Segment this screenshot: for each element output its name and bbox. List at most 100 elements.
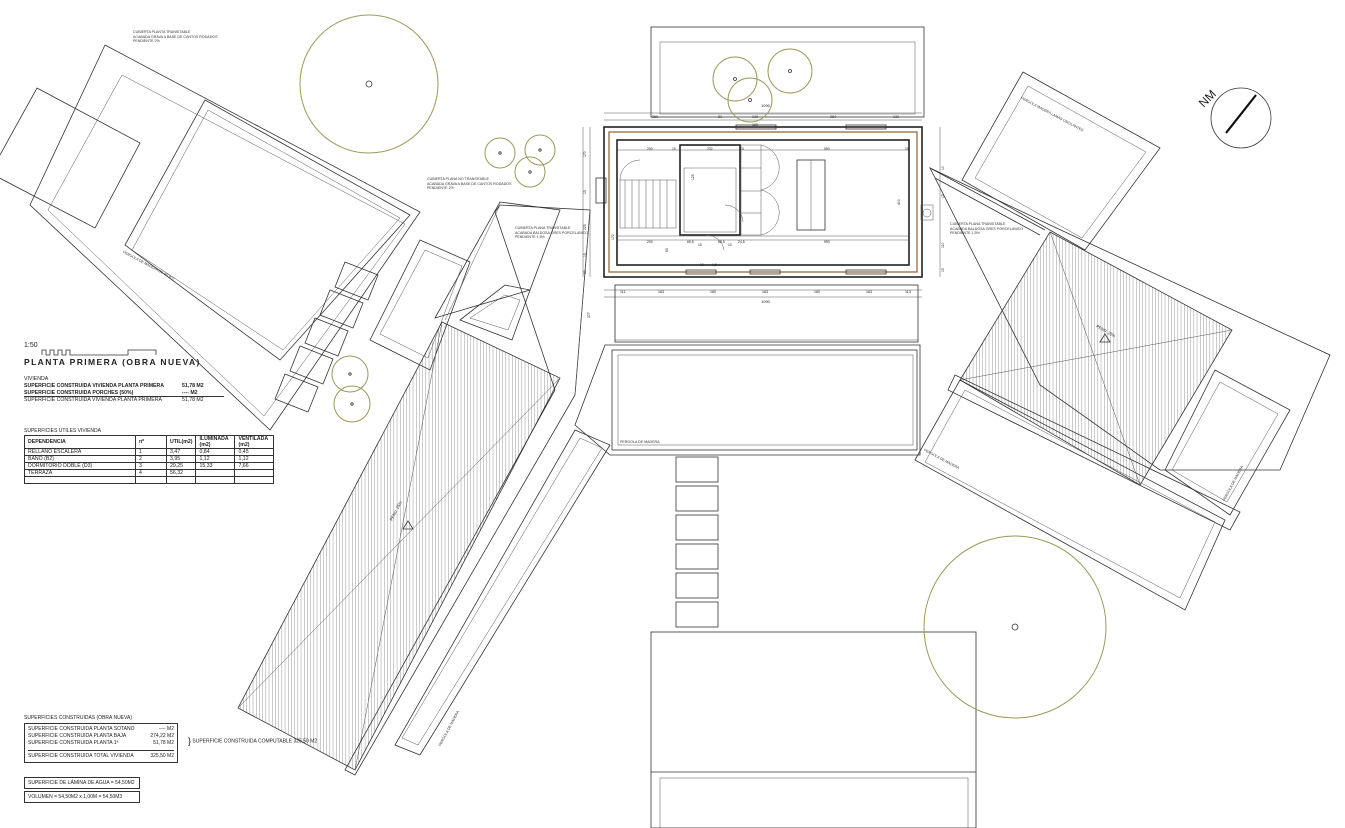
surface-row: SUPERFICIE CONSTRUIDA VIVIENDA PLANTA PR… xyxy=(24,396,224,404)
summary-heading: SUPERFICIES CONSTRUIDAS (OBRA NUEVA) xyxy=(24,715,132,721)
table-cell xyxy=(195,469,236,477)
col-header: VENTILADA (m2) xyxy=(234,435,275,449)
table-cell xyxy=(24,476,136,484)
dim-left-4: 60 xyxy=(583,270,587,274)
table-cell: 1,12 xyxy=(234,455,275,463)
summary-box: SUPERFICIE CONSTRUIDA PLANTA SOTANO ----… xyxy=(24,723,178,763)
surface-row: SUPERFICIE CONSTRUIDA VIVIENDA PLANTA PR… xyxy=(24,383,224,390)
north-arrow-icon: NM xyxy=(1196,87,1272,149)
table-cell: 0,84 xyxy=(195,448,236,456)
water-surface: SUPERFICIE DE LÁMINA DE AGUA = 54,50M2 xyxy=(24,777,140,789)
table-row: RELLANO ESCALERA 1 3,47 0,84 0,45 xyxy=(24,448,275,456)
table-cell: DORMITORIO DOBLE (D3) xyxy=(24,462,136,470)
dim-room2-1: 65,5 xyxy=(687,240,694,244)
table-cell: 1,12 xyxy=(195,455,236,463)
table-cell: 3,47 xyxy=(165,448,197,456)
table-cell: BAÑO (B2) xyxy=(24,455,136,463)
dim-bot-0: 111 xyxy=(620,290,625,294)
dim-bot-3: 163 xyxy=(762,290,768,294)
dim-right-0: 10 xyxy=(941,166,945,170)
summary-block: SUPERFICIES CONSTRUIDAS (OBRA NUEVA) SUP… xyxy=(24,715,178,763)
tree-large-north xyxy=(299,14,439,154)
dim-misc-2: 400 xyxy=(897,199,901,205)
table-cell xyxy=(135,476,167,484)
summary-value: 325,50 M2 xyxy=(150,753,174,759)
dim-top-0: 260 xyxy=(652,115,658,119)
south-building xyxy=(650,631,977,828)
surface-value: 51,78 M2 xyxy=(182,382,204,389)
slope-triangle-east xyxy=(1099,333,1111,343)
summary-label: SUPERFICIE CONSTRUIDA PLANTA SOTANO xyxy=(28,726,135,732)
dim-right-1: 15 xyxy=(941,194,945,198)
col-header: DEPENDENCIA xyxy=(24,435,136,449)
trees xyxy=(299,14,1107,719)
summary-label: SUPERFICIE CONSTRUIDA PLANTA 1ª xyxy=(28,740,119,746)
dim-misc-3: 65 xyxy=(665,248,669,252)
table-cell: 1 xyxy=(135,448,167,456)
surfaces-block: VIVIENDA SUPERFICIE CONSTRUIDA VIVIENDA … xyxy=(24,376,224,404)
summary-value: 51,78 M2 xyxy=(153,740,174,746)
surface-value: ---- M2 xyxy=(182,389,198,396)
note-roof-2: CUBIERTA PLANA NO TRANSITABLE ACABADA GR… xyxy=(427,177,512,191)
dim-room2-4: 10 xyxy=(728,243,732,247)
dim-room2-3: 68,5 xyxy=(718,240,725,244)
table-row xyxy=(24,476,275,484)
note-roof-4: CUBIERTA PLANA TRANSITABLE ACABADA BALDO… xyxy=(950,222,1024,236)
dim-misc-6: 377 xyxy=(587,312,591,318)
col-header: nº xyxy=(135,435,167,449)
table-cell xyxy=(195,476,236,484)
dim-room-5: 15 xyxy=(905,147,909,151)
surface-label: SUPERFICIE CONSTRUIDA VIVIENDA PLANTA PR… xyxy=(24,397,162,404)
dim-room2-0: 200 xyxy=(647,240,653,244)
dim-room-3: 10 xyxy=(740,147,744,151)
table-cell: 3,95 xyxy=(165,455,197,463)
table-cell: RELLANO ESCALERA xyxy=(24,448,136,456)
north-label: NM xyxy=(1196,87,1219,110)
dim-left-2: 225 xyxy=(583,224,587,230)
stepping-stones xyxy=(675,456,719,628)
dim-right-2: 110 xyxy=(941,242,945,248)
dim-top-4: 130 xyxy=(893,115,899,119)
summary-row: SUPERFICIE CONSTRUIDA PLANTA SOTANO ----… xyxy=(28,726,174,733)
surface-value: 51,78 M2 xyxy=(182,397,204,404)
summary-row: SUPERFICIE CONSTRUIDA TOTAL VIVIENDA 325… xyxy=(28,750,174,760)
central-pool xyxy=(574,344,921,456)
dim-misc-0: 125 xyxy=(691,174,695,180)
table-row: DORMITORIO DOBLE (D3) 3 29,25 15,33 7,66 xyxy=(24,462,275,470)
table-row: TERRAZA 4 56,32 xyxy=(24,469,275,477)
dim-room2-6: 590 xyxy=(824,240,830,244)
useful-table-caption: SUPERFICIES UTILES VIVIENDA xyxy=(24,428,101,434)
dim-right-3: 15 xyxy=(941,268,945,272)
west-hatched-roof xyxy=(237,201,611,776)
table-cell: 2 xyxy=(135,455,167,463)
table-row: BAÑO (B2) 2 3,95 1,12 1,12 xyxy=(24,455,275,463)
col-header: UTIL(m2) xyxy=(165,435,197,449)
table-header-row: DEPENDENCIA nº UTIL(m2) ILUMINADA (m2) V… xyxy=(24,435,275,449)
dim-room2-2: 10 xyxy=(698,243,702,247)
northwest-wing xyxy=(0,44,471,431)
table-cell: 15,33 xyxy=(195,462,236,470)
computable-surface: } SUPERFICIE CONSTRUIDA COMPUTABLE 325,5… xyxy=(188,736,318,746)
dim-bot-1: 163 xyxy=(658,290,664,294)
dim-left-1: 15 xyxy=(583,190,587,194)
dim-left-3: 15 xyxy=(583,253,587,257)
dim-top-inner: 120 xyxy=(752,123,758,127)
dim-room2-5: 24,5 xyxy=(738,240,745,244)
dim-misc-4: 12 xyxy=(700,263,704,267)
computable-label: SUPERFICIE CONSTRUIDA COMPUTABLE 325,50 … xyxy=(192,738,318,745)
dim-top-3: 284 xyxy=(830,115,836,119)
dim-bot-5: 163 xyxy=(866,290,872,294)
table-cell: 56,32 xyxy=(165,469,197,477)
table-cell: 7,66 xyxy=(234,462,275,470)
dim-left-0: 170 xyxy=(583,151,587,157)
dim-bot-6: 113 xyxy=(905,290,911,294)
summary-value: 274,22 M2 xyxy=(150,733,174,739)
note-roof-3: CUBIERTA PLANA TRANSITABLE ACABADA BALDO… xyxy=(515,226,589,240)
scale-bar xyxy=(41,349,157,356)
summary-row: SUPERFICIE CONSTRUIDA PLANTA BAJA 274,22… xyxy=(28,733,174,740)
dim-misc-1: 172 xyxy=(611,234,615,240)
surfaces-heading: VIVIENDA xyxy=(24,376,49,382)
note-pergola-pool: PERGOLA DE MADERA xyxy=(620,440,660,444)
table-cell xyxy=(234,476,275,484)
